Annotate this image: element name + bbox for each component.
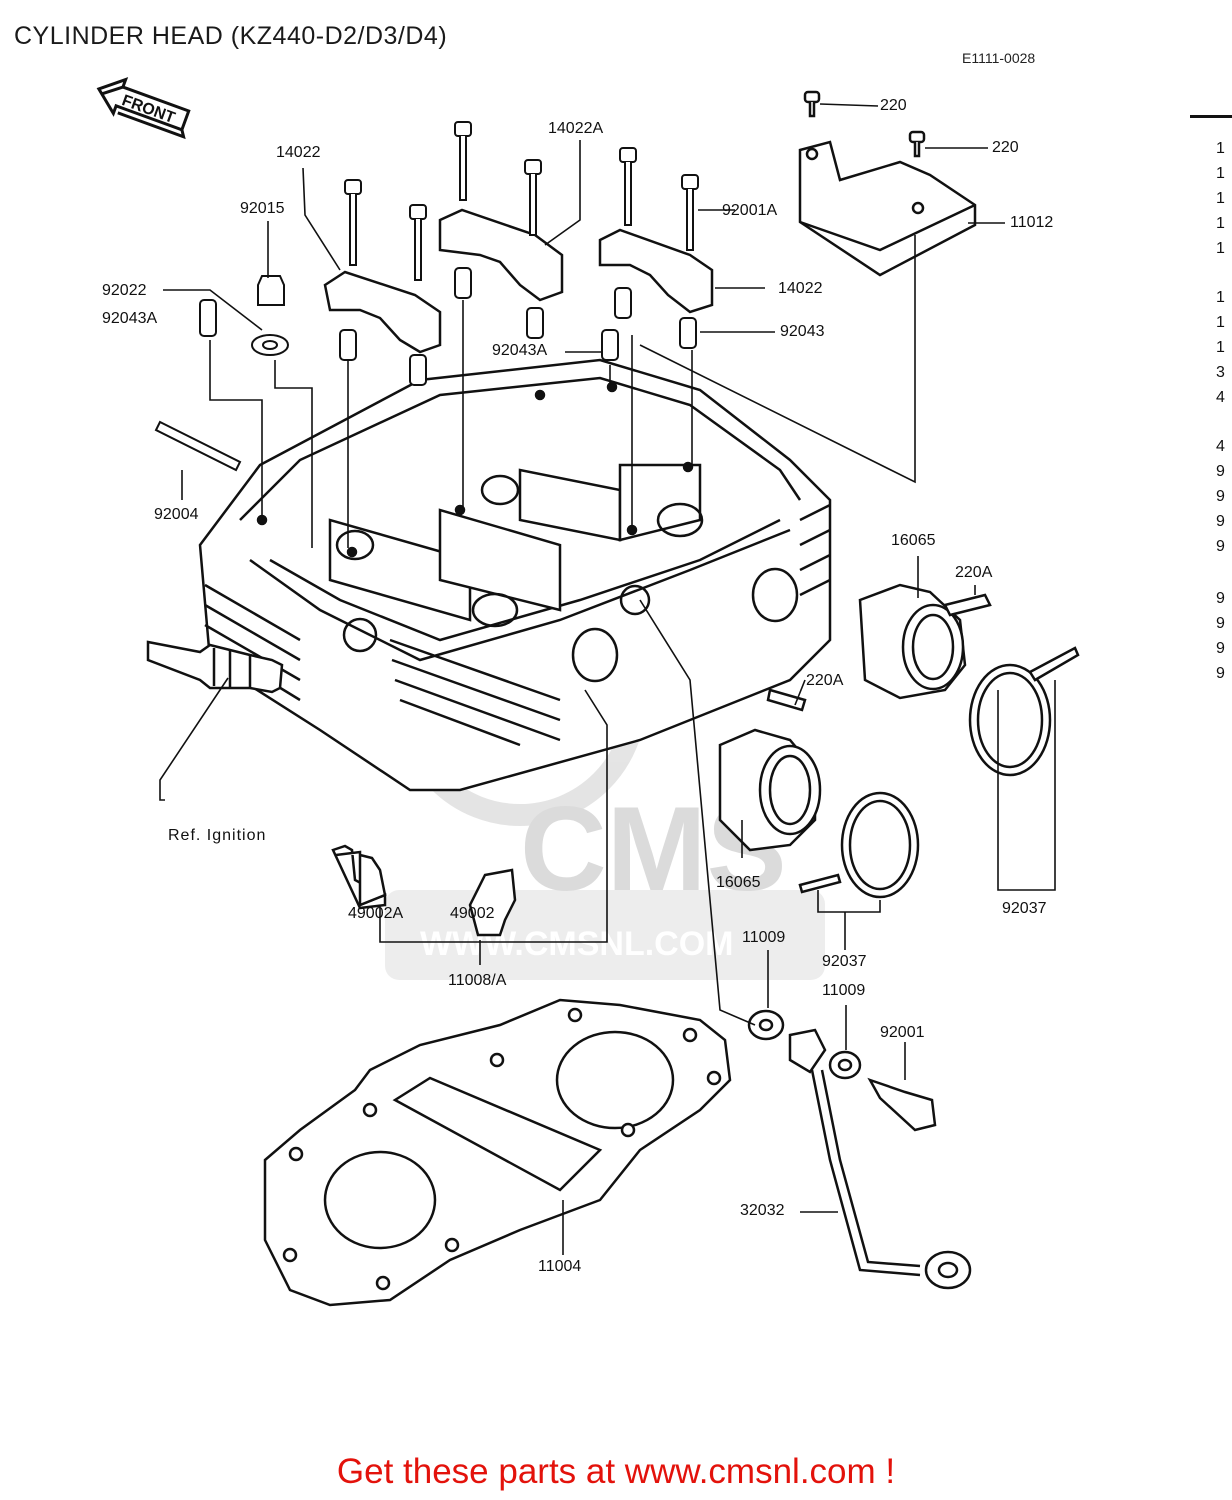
hose-clamps [798,646,1080,899]
part-label-92001A: 92001A [722,202,778,219]
part-label-ref-ignition: Ref. Ignition [168,827,267,844]
right-column-item: 1 [1216,314,1225,331]
carb-holders [718,583,992,852]
part-label-11004: 11004 [538,1258,582,1275]
footer-link-text[interactable]: Get these parts at www.cmsnl.com ! [336,1452,896,1491]
part-label-14022: 14022 [778,280,823,297]
right-column-item: 9 [1216,488,1225,505]
oil-pipe [747,1009,972,1290]
part-label-11009: 11009 [742,929,786,946]
part-label-11008-a: 11008/A [448,972,507,989]
part-label-11012: 11012 [1010,214,1054,231]
right-column-item: 9 [1216,640,1225,657]
right-column-item: 9 [1216,590,1225,607]
part-label-220: 220 [992,139,1019,156]
part-label-92037: 92037 [822,953,867,970]
diagram-code: E1111-0028 [962,50,1036,66]
right-column-item: 4 [1216,438,1225,455]
part-label-92043A: 92043A [102,310,158,327]
cap-bolts [344,121,699,281]
right-column-item: 9 [1216,615,1225,632]
part-label-220A: 220A [806,672,844,689]
part-label-92037: 92037 [1002,900,1047,917]
camshaft-caps [323,208,714,354]
page-title: CYLINDER HEAD (KZ440-D2/D3/D4) [14,22,448,50]
part-label-16065: 16065 [891,532,936,549]
part-label-14022: 14022 [276,144,321,161]
part-label-14022A: 14022A [548,120,604,137]
part-label-92001: 92001 [880,1024,925,1041]
right-column-item: 1 [1216,240,1225,257]
right-column-item: 1 [1216,190,1225,207]
part-label-32032: 32032 [740,1202,785,1219]
leader-lines [159,103,1056,1255]
valve-guides [331,844,517,937]
part-label-11009: 11009 [822,982,866,999]
cylinder-head [198,358,832,792]
right-column-item: 9 [1216,665,1225,682]
stud-92004 [154,420,242,472]
right-column-item: 1 [1216,140,1225,157]
cover-11012 [798,90,977,277]
head-gasket [263,998,732,1307]
right-column-item: 4 [1216,389,1225,406]
right-column-item: 1 [1216,289,1225,306]
right-column-item: 1 [1216,165,1225,182]
part-label-16065: 16065 [716,874,761,891]
right-column-rule [1190,115,1232,118]
part-label-92043A: 92043A [492,342,548,359]
spark-plug [146,640,284,694]
part-label-92004: 92004 [154,506,199,523]
right-column-item: 9 [1216,463,1225,480]
watermark-url: WWW.CMSNL.COM [420,925,734,963]
part-label-49002: 49002 [450,905,495,922]
plug-and-washer [251,275,289,356]
part-label-220: 220 [880,97,907,114]
part-label-220A: 220A [955,564,993,581]
part-label-92043: 92043 [780,323,825,340]
right-column-item: 3 [1216,364,1225,381]
right-column-item: 9 [1216,538,1225,555]
right-column-item: 1 [1216,215,1225,232]
part-label-92015: 92015 [240,200,285,217]
front-arrow: FRONT [96,77,191,140]
dowel-pins [199,267,697,386]
right-column-item: 1 [1216,339,1225,356]
part-label-92022: 92022 [102,282,147,299]
part-label-49002A: 49002A [348,905,404,922]
right-column-item: 9 [1216,513,1225,530]
